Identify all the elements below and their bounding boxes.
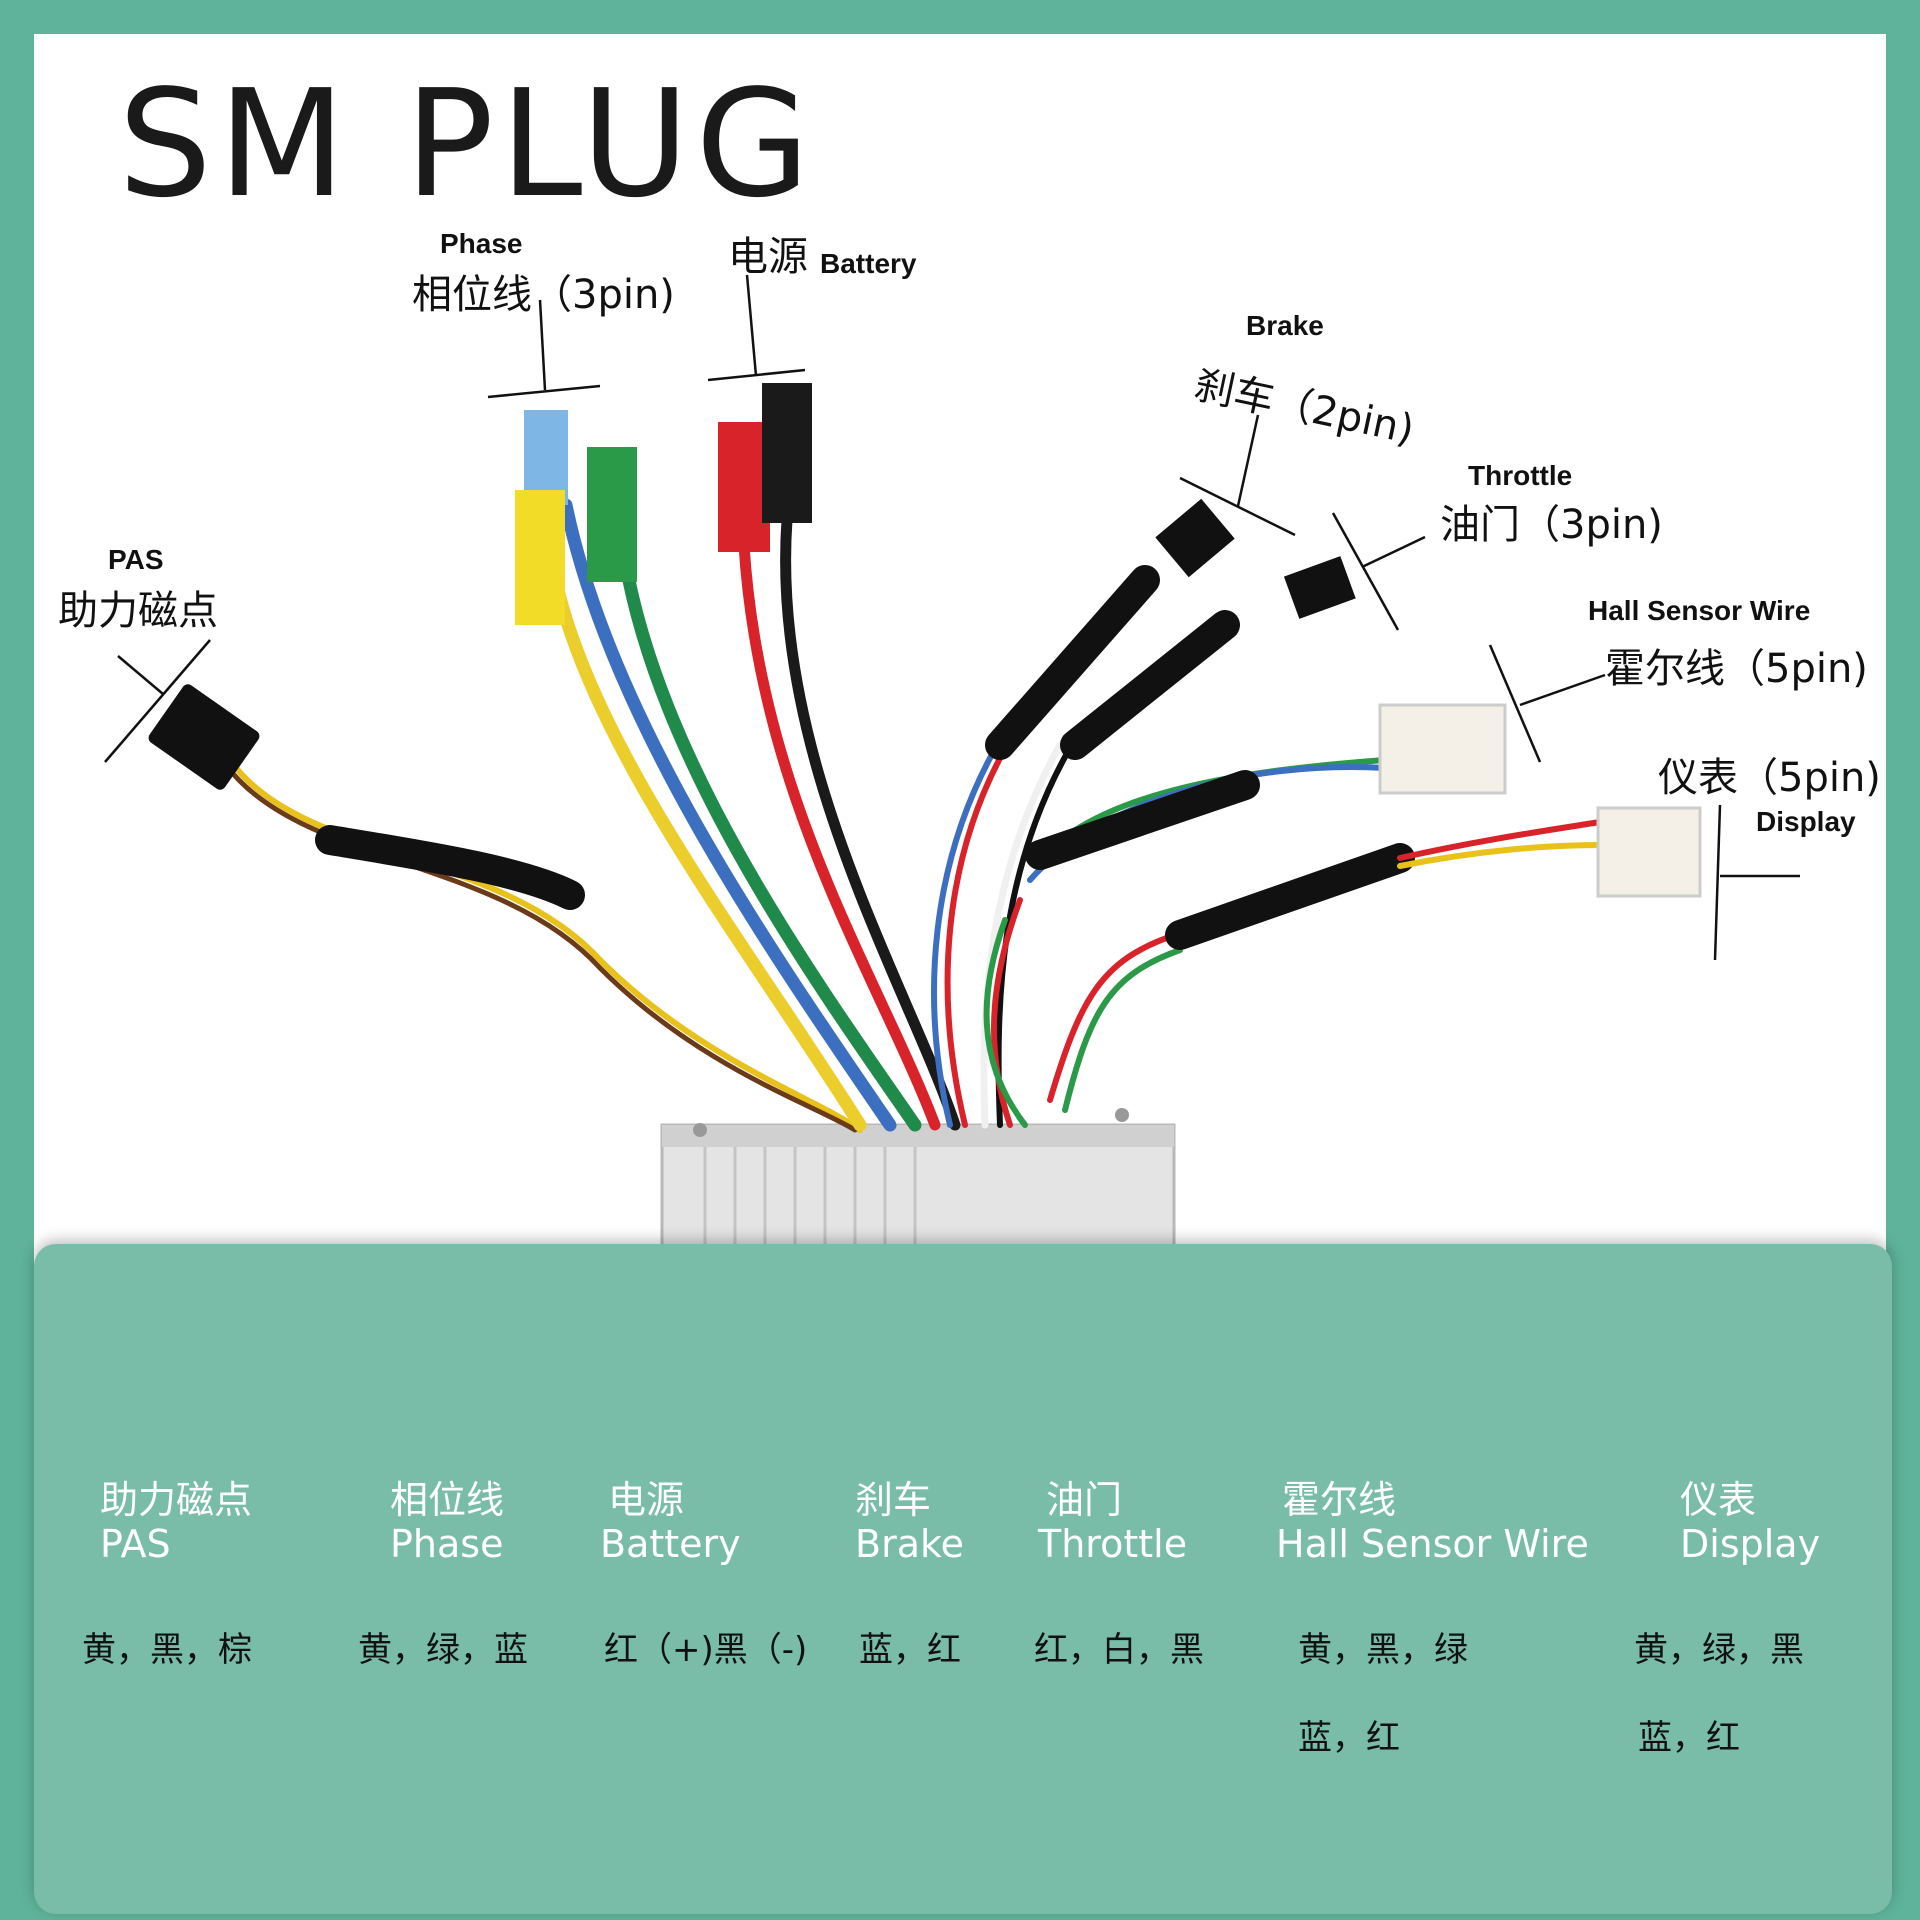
pas-connector — [148, 684, 260, 790]
battery-label-en: Battery — [820, 248, 917, 279]
wire-colors-line2: 蓝，红 — [1638, 1718, 1740, 1758]
display-label-en: Display — [1756, 806, 1856, 837]
battery-connectors — [718, 383, 812, 552]
table-column-display: 仪表 Display 黄，绿，黑 蓝，红 — [1634, 1478, 1821, 1758]
page-title: SM PLUG — [118, 58, 817, 230]
wire-colors: 红（+)黑（-) — [604, 1630, 808, 1670]
hall-display-connectors — [1378, 703, 1702, 898]
throttle-label-zh: 油门（3pin) — [1440, 502, 1663, 548]
wire-colors-line2: 蓝，红 — [1298, 1718, 1400, 1758]
wire-colors: 蓝，红 — [859, 1630, 961, 1670]
table-column-brake: 刹车 Brake 蓝，红 — [855, 1478, 965, 1670]
callout-leaders — [104, 274, 1800, 961]
brake-label-en: Brake — [1246, 310, 1324, 341]
table-column-battery: 电源 Battery 红（+)黑（-) — [600, 1478, 808, 1670]
phase-label-en: Phase — [440, 228, 523, 259]
pas-label-en: PAS — [108, 544, 164, 575]
phase-label-zh: 相位线（3pin) — [412, 272, 675, 318]
table-column-hall: 霍尔线 Hall Sensor Wire 黄，黑，绿 蓝，红 — [1276, 1478, 1589, 1758]
hall-display-cables — [983, 757, 1603, 1128]
wire-colors: 黄，绿，黑 — [1634, 1630, 1804, 1670]
hall-label-en: Hall Sensor Wire — [1588, 595, 1811, 626]
wire-colors: 黄，黑，绿 — [1298, 1630, 1468, 1670]
phase-wires — [551, 498, 922, 1132]
wire-colors: 红，白，黑 — [1034, 1630, 1204, 1670]
pas-label-zh: 助力磁点 — [58, 588, 218, 634]
battery-label-zh: 电源 — [728, 234, 808, 280]
table-column-pas: 助力磁点 PAS 黄，黑，棕 — [82, 1478, 253, 1670]
wire-colors: 黄，绿，蓝 — [358, 1630, 528, 1670]
wire-color-reference-panel — [34, 1244, 1892, 1914]
pas-cable — [223, 757, 863, 1133]
controller-box — [660, 1108, 1176, 1262]
brake-throttle-cables — [931, 565, 1240, 1129]
phase-connectors — [515, 410, 637, 625]
table-column-phase: 相位线 Phase 黄，绿，蓝 — [358, 1478, 528, 1670]
brake-throttle-connectors — [1155, 498, 1356, 619]
display-label-zh: 仪表（5pin) — [1658, 755, 1881, 801]
hall-label-zh: 霍尔线（5pin) — [1605, 646, 1868, 692]
battery-wires — [738, 514, 961, 1131]
table-column-throttle: 油门 Throttle 红，白，黑 — [1034, 1478, 1204, 1670]
throttle-label-en: Throttle — [1468, 460, 1573, 491]
wire-colors: 黄，黑，棕 — [82, 1630, 252, 1670]
